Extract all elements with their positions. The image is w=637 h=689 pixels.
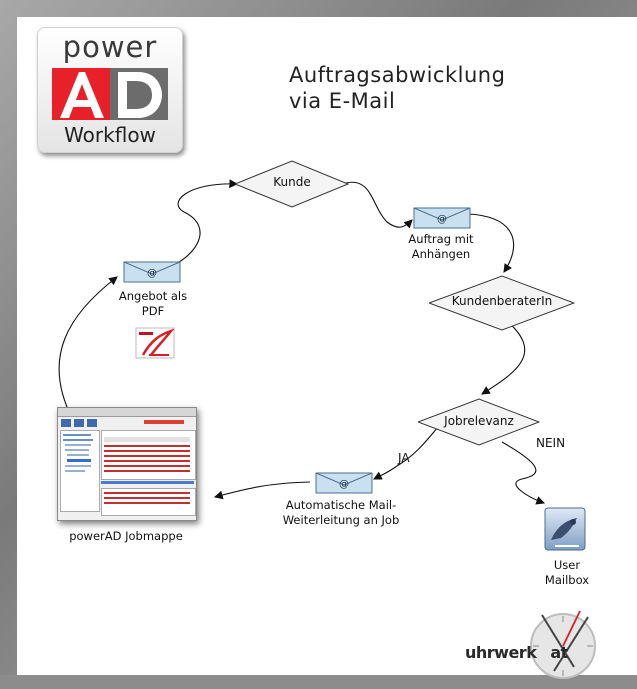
envelope-icon: @ <box>413 207 471 229</box>
svg-text:@: @ <box>339 479 349 490</box>
caption-weiterleitung-line-2: Weiterleitung an Job <box>282 513 400 527</box>
title-line-2: via E-Mail <box>289 89 396 113</box>
caption-angebot-line-2: PDF <box>141 304 165 318</box>
connector-berater-jobrelevanz <box>481 316 526 395</box>
connector-kunde-auftrag <box>345 181 413 229</box>
title-line-1: Auftragsabwicklung <box>289 63 506 87</box>
brand-logo-text: uhrwerk at <box>465 643 568 662</box>
jobmappe-screenshot <box>57 407 197 521</box>
envelope-icon: @ <box>123 261 181 283</box>
caption-mailbox-line-2: Mailbox <box>544 573 590 587</box>
caption-angebot-line-1: Angebot als <box>118 289 188 303</box>
brand-suffix: at <box>550 643 568 662</box>
branch-yes-label: JA <box>398 451 410 465</box>
caption-weiterleitung-line-1: Automatische Mail- <box>285 498 397 512</box>
caption-mailbox-line-1: User <box>553 558 581 572</box>
connector-auftrag-berater <box>468 213 515 273</box>
caption-jobmappe: powerAD Jobmappe <box>69 529 183 543</box>
flow-connectors <box>58 179 546 505</box>
connector-jobrelevanz-mailbox <box>501 441 546 505</box>
diagram-canvas: power Workflow Auftragsabwicklung via E-… <box>17 17 637 679</box>
mail-app-icon <box>544 507 586 551</box>
svg-text:@: @ <box>147 268 157 279</box>
connector-angebot-kunde <box>164 179 239 270</box>
decision-kundenberater <box>429 275 575 331</box>
connector-jobmappe-angebot <box>58 276 118 408</box>
decision-kunde-label: Kunde <box>273 175 311 189</box>
decision-jobrelevanz <box>418 398 540 446</box>
decision-kunde <box>235 160 349 208</box>
caption-auftrag-line-2: Anhängen <box>411 247 471 261</box>
caption-weiterleitung: Automatische Mail- Weiterleitung an Job <box>279 498 403 528</box>
caption-angebot: Angebot als PDF <box>107 289 199 319</box>
branch-no-label: NEIN <box>536 436 566 450</box>
svg-text:@: @ <box>437 214 447 225</box>
logo-workflow-text: Workflow <box>64 123 156 147</box>
poweradd-logo: power Workflow <box>37 27 183 153</box>
logo-ad-mark <box>52 68 168 120</box>
decision-kundenberater-label: KundenberaterIn <box>451 294 553 308</box>
envelope-icon: @ <box>315 472 373 494</box>
caption-mailbox: User Mailbox <box>537 558 597 588</box>
brand-name: uhrwerk <box>465 643 537 662</box>
pdf-icon <box>135 327 175 359</box>
connector-jobrelevanz-weiterleitung <box>373 421 443 480</box>
decision-jobrelevanz-label: Jobrelevanz <box>444 414 514 428</box>
caption-auftrag: Auftrag mit Anhängen <box>395 232 487 262</box>
connector-weiterleitung-jobmappe <box>213 481 311 500</box>
caption-auftrag-line-1: Auftrag mit <box>408 232 474 246</box>
logo-power-text: power <box>62 30 158 64</box>
